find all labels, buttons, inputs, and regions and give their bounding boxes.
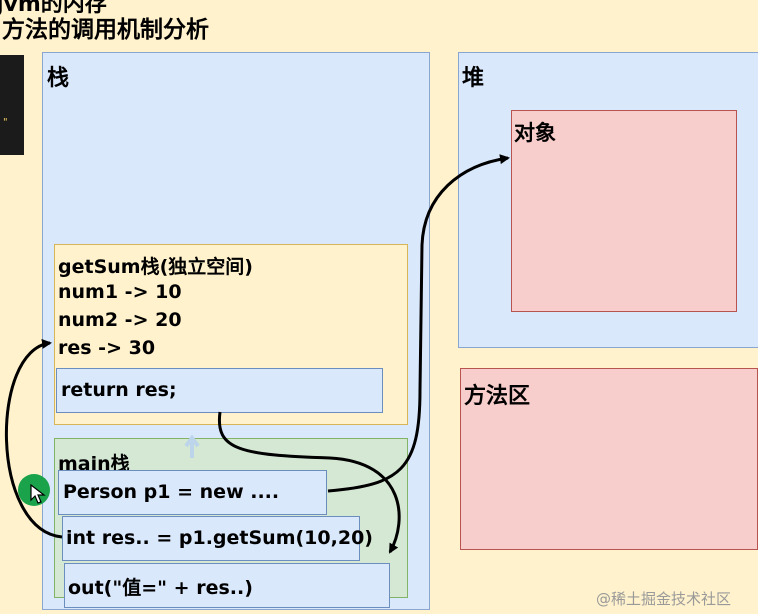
- side-thumbnail: [0, 55, 24, 155]
- mouse-cursor-icon: [30, 484, 46, 504]
- output-statement-box: [64, 563, 390, 608]
- return-statement: return res;: [61, 379, 177, 401]
- heap-label: 堆: [462, 66, 485, 91]
- getsum-var-res: res -> 30: [58, 337, 156, 359]
- watermark: @稀土掘金技术社区: [596, 590, 732, 608]
- person-statement: Person p1 = new ....: [63, 481, 280, 503]
- getsum-var-num2: num2 -> 20: [58, 309, 182, 331]
- heap-object-label: 对象: [514, 121, 556, 145]
- getsum-var-num1: num1 -> 10: [58, 281, 182, 303]
- heap-object-box: [511, 110, 737, 312]
- output-statement: out("值=" + res..): [68, 577, 253, 599]
- method-area-panel: [460, 368, 758, 550]
- getsum-frame-title: getSum栈(独立空间): [58, 256, 253, 278]
- page-title: 方法的调用机制分析: [2, 17, 209, 43]
- truncated-heading: jvm的内存: [0, 0, 107, 17]
- stack-label: 栈: [47, 66, 70, 91]
- method-area-label: 方法区: [464, 384, 531, 409]
- main-frame-label: main栈: [58, 453, 130, 475]
- getsum-call-statement: int res.. = p1.getSum(10,20): [66, 527, 373, 549]
- side-thumbnail-mark: ": [3, 117, 8, 128]
